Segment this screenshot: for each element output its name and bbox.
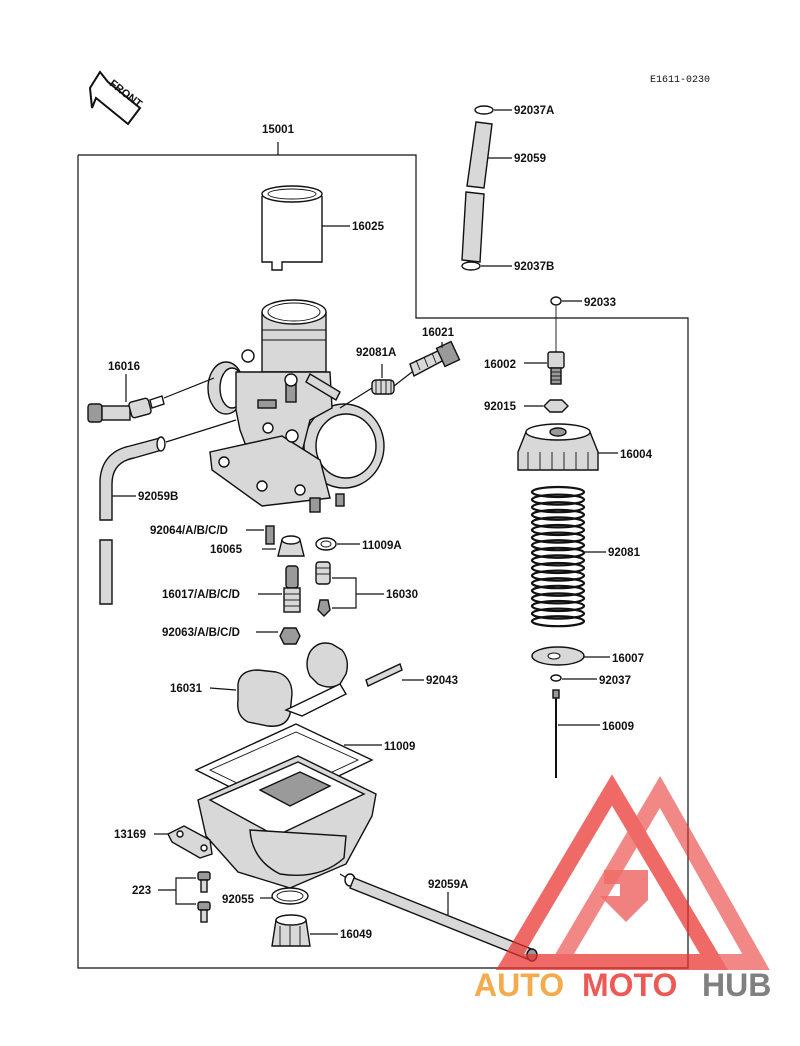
part-92037B-clamp [461, 261, 512, 271]
spring-coil [530, 592, 586, 605]
spring-coil [530, 607, 586, 620]
spring-coil [530, 508, 586, 521]
label-92081: 92081 [608, 547, 641, 559]
part-92081-spring [530, 485, 606, 628]
part-float-bowl [197, 755, 377, 889]
part-92059B-hose [99, 419, 237, 605]
spring-coil [530, 546, 586, 559]
part-16031-float [209, 642, 349, 727]
part-92063-main-jet [256, 627, 301, 645]
label-92064: 92064/A/B/C/D [150, 525, 228, 537]
label-223: 223 [132, 885, 151, 897]
label-92037A: 92037A [514, 105, 554, 117]
label-92037: 92037 [599, 675, 631, 687]
label-16031: 16031 [170, 683, 203, 695]
diagram-code: E1611-0230 [650, 75, 710, 86]
part-16002-adjuster [524, 351, 565, 385]
spring-coil [530, 531, 586, 544]
part-92055-o-ring [260, 887, 309, 905]
assembly-label: 15001 [262, 124, 295, 136]
part-16004-top-cap [517, 423, 618, 471]
label-11009: 11009 [384, 741, 415, 753]
label-92033: 92033 [584, 297, 616, 309]
label-16065: 16065 [210, 544, 243, 556]
assembly-outline [77, 142, 689, 969]
part-92037-clip [550, 674, 597, 682]
part-16049-plug [271, 914, 338, 947]
label-92055: 92055 [222, 894, 255, 906]
spring-coil [530, 584, 586, 597]
part-16007-spring-seat [531, 646, 610, 666]
part-92081A-spring [339, 364, 413, 409]
label-92043: 92043 [426, 675, 458, 687]
spring-coil [530, 554, 586, 567]
watermark-part-moto: MOTO [582, 967, 677, 1003]
label-16009: 16009 [602, 721, 634, 733]
label-92063: 92063/A/B/C/D [162, 627, 240, 639]
watermark-part-auto: AUTO [474, 967, 564, 1003]
part-16009-jet-needle [552, 689, 600, 778]
part-16030-float-valve [315, 561, 384, 617]
label-16017: 16017/A/B/C/D [162, 589, 240, 601]
part-16016-air-screw [87, 374, 215, 423]
spring-coil [530, 539, 586, 552]
label-92037B: 92037B [514, 261, 554, 273]
part-92043-float-pin [365, 663, 424, 687]
part-92015-nut [524, 399, 569, 413]
spring-coil [530, 516, 586, 529]
watermark-part-hub: HUB [702, 967, 771, 1003]
spring-coil [530, 561, 586, 575]
label-92015: 92015 [484, 401, 517, 413]
part-92059-vent-hose [461, 121, 512, 263]
part-92064-pilot-jet [246, 525, 275, 545]
part-16021-throttle-stop-screw [409, 340, 461, 378]
watermark-text: AUTO MOTO HUB [474, 967, 771, 1003]
spring-coil [530, 485, 586, 499]
part-11009A-washer [315, 537, 360, 551]
label-92081A: 92081A [356, 347, 396, 359]
spring-coil [530, 599, 586, 613]
label-11009A: 11009A [362, 540, 402, 552]
part-16065-jet-holder [262, 535, 305, 557]
front-arrow-icon: FRONT [88, 70, 144, 126]
label-92059A: 92059A [428, 879, 468, 891]
label-16016: 16016 [108, 361, 140, 373]
spring-coil [530, 569, 586, 582]
part-223-screws [158, 871, 211, 923]
label-16049: 16049 [340, 929, 372, 941]
label-13169: 13169 [114, 829, 146, 841]
spring-coil [530, 523, 586, 537]
label-16007: 16007 [612, 653, 644, 665]
label-92059B: 92059B [138, 491, 178, 503]
carburetor-body [207, 299, 385, 513]
label-16004: 16004 [620, 449, 653, 461]
label-16025: 16025 [352, 221, 385, 233]
spring-coil [530, 501, 586, 514]
spring-coil [530, 577, 586, 590]
label-16030: 16030 [386, 589, 418, 601]
part-92033-clip [550, 296, 582, 352]
label-92059: 92059 [514, 153, 546, 165]
part-16025-throttle-slide [261, 185, 350, 271]
spring-coil [530, 615, 586, 628]
part-13169-bracket [154, 825, 213, 859]
part-16017-needle-jet [258, 565, 301, 613]
label-16002: 16002 [484, 359, 516, 371]
label-16021: 16021 [422, 327, 455, 339]
watermark-logo [495, 774, 770, 970]
spring-coil [530, 493, 586, 506]
part-92037A-clamp [474, 105, 512, 115]
